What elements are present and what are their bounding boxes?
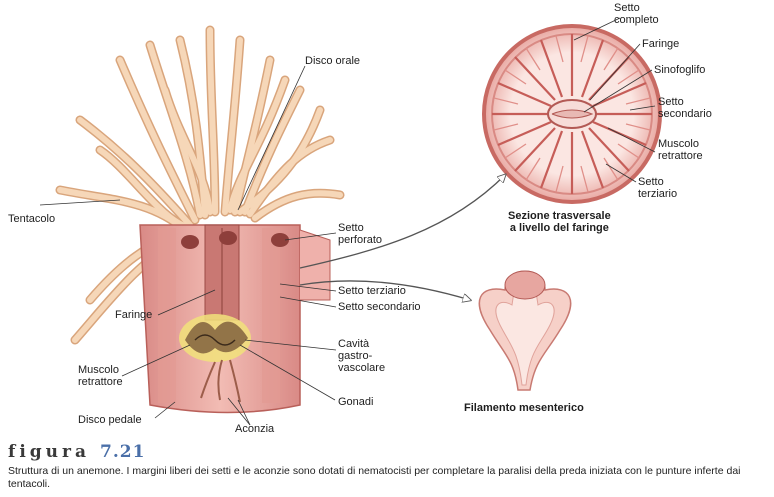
label-sinofoglifo: Sinofoglifo: [654, 64, 706, 76]
label-gonadi: Gonadi: [338, 396, 374, 408]
label-muscolo-retrattore: Muscolo retrattore: [78, 364, 123, 388]
figure-caption: Struttura di un anemone. I margini liber…: [8, 465, 741, 490]
pointer-arrows: [299, 175, 505, 300]
label-faringe: Faringe: [115, 309, 153, 321]
label-section-faringe: Faringe: [642, 38, 680, 50]
label-disco-orale: Disco orale: [305, 55, 361, 67]
label-setto-secondario: Setto secondario: [338, 301, 421, 313]
label-setto-completo: Setto completo: [614, 2, 659, 26]
label-sezione-trasversale: Sezione trasversale a livello del faring…: [508, 210, 611, 234]
figure-word: figura: [8, 442, 90, 462]
label-section-setto-terziario: Setto terziario: [638, 176, 678, 200]
label-setto-terziario: Setto terziario: [338, 285, 406, 297]
label-tentacolo: Tentacolo: [8, 213, 56, 225]
label-section-setto-secondario: Setto secondario: [658, 96, 712, 120]
mesenteric-filament-diagram: [478, 270, 572, 391]
label-setto-perforato: Setto perforato: [338, 222, 383, 246]
label-cavita-gastrovascolare: Cavità gastro- vascolare: [338, 338, 386, 374]
label-disco-pedale: Disco pedale: [78, 414, 142, 426]
figure-number: 7.21: [100, 442, 146, 462]
leader-lines: [39, 17, 656, 426]
label-aconzia: Aconzia: [235, 423, 275, 435]
label-section-muscolo-retrattore: Muscolo retrattore: [658, 138, 703, 162]
anemone-body: [139, 224, 331, 414]
label-filamento-mesenterico: Filamento mesenterico: [464, 402, 584, 414]
cross-section-diagram: [482, 24, 662, 204]
figure-heading: figura 7.21: [8, 442, 145, 462]
